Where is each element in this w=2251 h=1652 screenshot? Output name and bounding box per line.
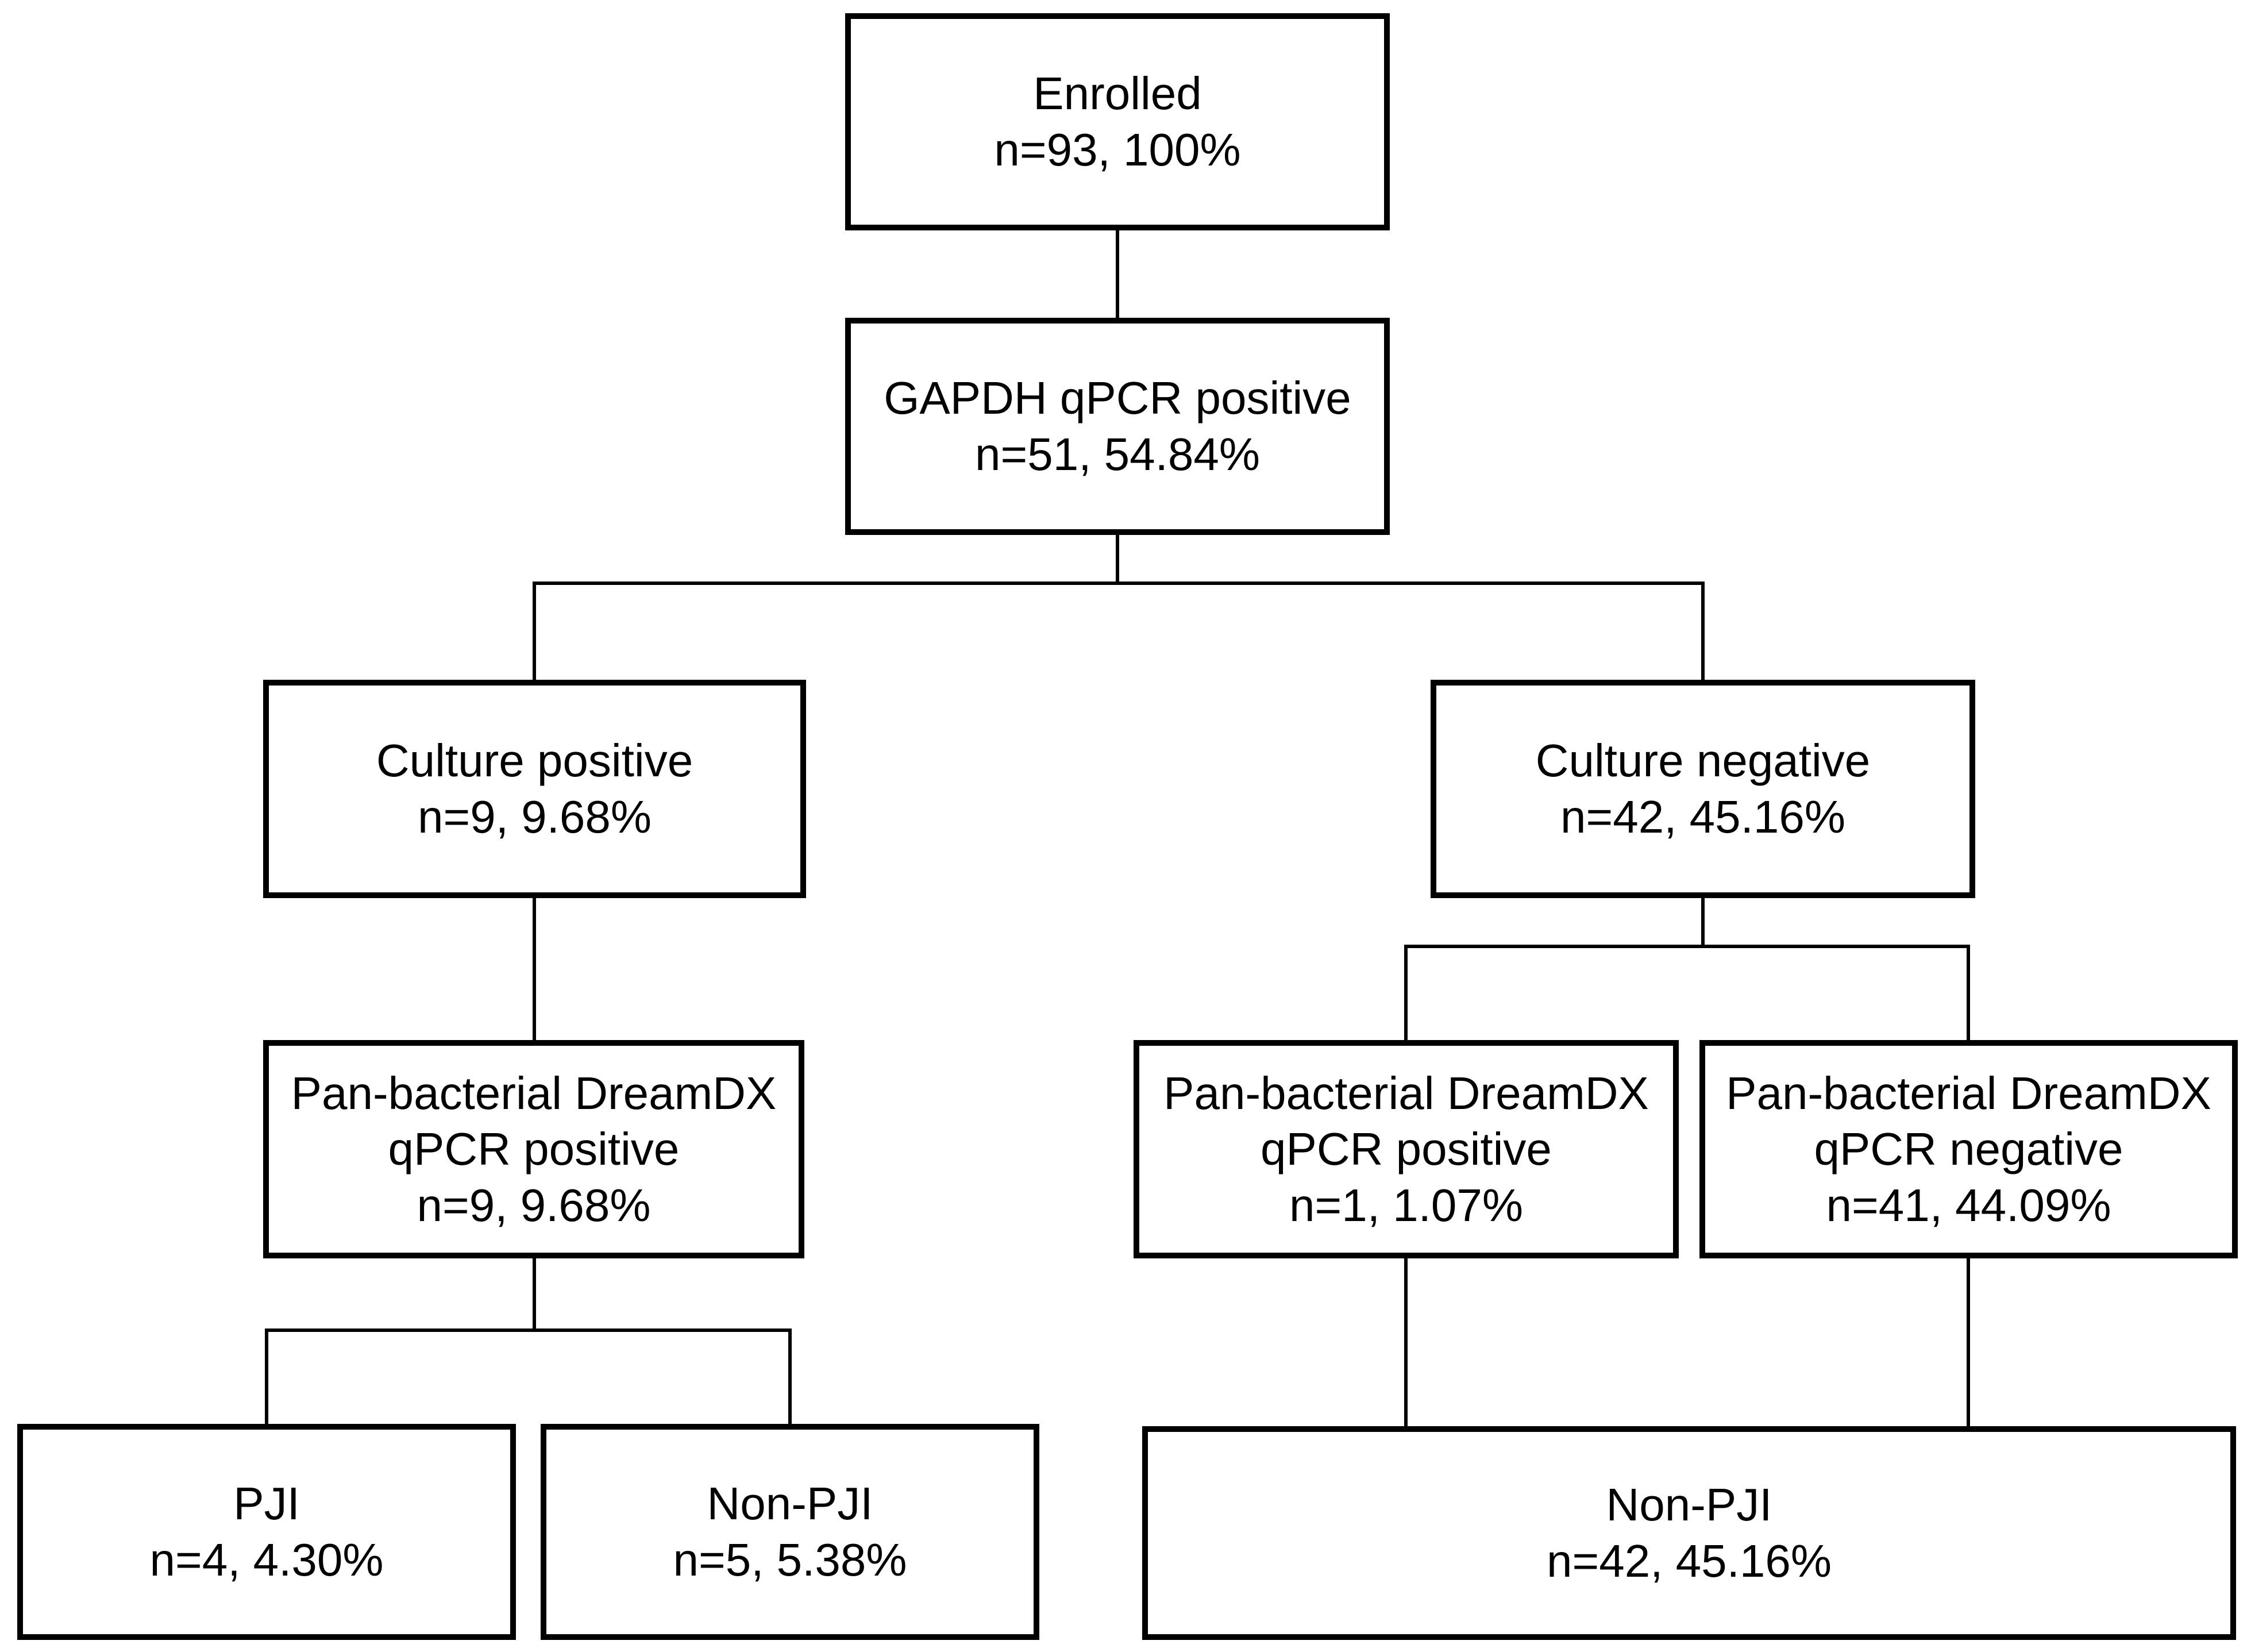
node-label: Pan-bacterial DreamDX [291,1067,777,1119]
node-stats: n=4, 4.30% [149,1534,384,1585]
node-nonpji-cultureneg-text: Non-PJI n=42, 45.16% [1547,1477,1832,1589]
node-label: Pan-bacterial DreamDX [1163,1067,1649,1119]
node-stats: n=9, 9.68% [418,791,652,842]
node-label: Non-PJI [707,1478,873,1530]
node-pji-text: PJI n=4, 4.30% [150,1476,384,1588]
connector-branch-dreamdx-negative [1967,945,1970,1042]
connector-branch-culture-negative [1701,582,1705,682]
node-dreamdx-positive-culturepos: Pan-bacterial DreamDX qPCR positive n=9,… [263,1040,804,1258]
connector-culturepos-dreamdx [533,896,536,1042]
node-label: Culture negative [1535,735,1871,787]
node-culture-positive: Culture positive n=9, 9.68% [263,680,806,898]
connector-gapdh-branch [1116,533,1119,585]
node-stats: n=93, 100% [994,124,1241,175]
connector-branch-culture-positive [533,582,536,682]
node-label: Enrolled [1033,68,1202,120]
node-dreamdx-negative-cultureneg: Pan-bacterial DreamDX qPCR negative n=41… [1699,1040,2238,1258]
node-nonpji-cultureneg: Non-PJI n=42, 45.16% [1142,1426,2236,1640]
node-label: qPCR positive [1261,1123,1552,1175]
node-stats: n=1, 1.07% [1289,1179,1523,1231]
connector-branch-nonpji [788,1328,792,1426]
node-stats: n=41, 44.09% [1826,1179,2111,1231]
node-gapdh-positive-text: GAPDH qPCR positive n=51, 54.84% [884,370,1351,482]
connector-branch-pji [265,1328,268,1426]
node-label: qPCR positive [388,1123,680,1175]
node-label: GAPDH qPCR positive [884,372,1351,424]
node-dreamdx-negative-cultureneg-text: Pan-bacterial DreamDX qPCR negative n=41… [1726,1065,2211,1234]
node-dreamdx-positive-cultureneg: Pan-bacterial DreamDX qPCR positive n=1,… [1134,1040,1679,1258]
connector-dreamdx-branch-pji [533,1256,536,1332]
node-dreamdx-positive-cultureneg-text: Pan-bacterial DreamDX qPCR positive n=1,… [1163,1065,1649,1234]
node-stats: n=42, 45.16% [1560,791,1845,842]
node-pji: PJI n=4, 4.30% [17,1424,516,1640]
branch-bar-dreamdx [1404,945,1970,948]
node-nonpji-culturepos-text: Non-PJI n=5, 5.38% [673,1476,907,1588]
node-dreamdx-positive-culturepos-text: Pan-bacterial DreamDX qPCR positive n=9,… [291,1065,777,1234]
node-enrolled-text: Enrolled n=93, 100% [994,66,1240,178]
node-label: Non-PJI [1606,1479,1772,1531]
connector-cultureneg-branch [1701,896,1705,948]
node-label: qPCR negative [1814,1123,2123,1175]
node-stats: n=51, 54.84% [975,429,1260,480]
connector-dreamdxpos-nonpji [1404,1256,1408,1428]
connector-branch-dreamdx-positive [1404,945,1408,1042]
node-gapdh-positive: GAPDH qPCR positive n=51, 54.84% [845,318,1390,535]
node-stats: n=5, 5.38% [673,1534,907,1585]
node-label: Pan-bacterial DreamDX [1726,1067,2211,1119]
node-label: Culture positive [376,735,693,787]
node-culture-negative: Culture negative n=42, 45.16% [1431,680,1975,898]
node-stats: n=42, 45.16% [1547,1535,1832,1586]
branch-bar-pji [265,1328,792,1332]
node-stats: n=9, 9.68% [417,1179,651,1231]
branch-bar-culture [533,582,1705,585]
connector-dreamdxneg-nonpji [1967,1256,1970,1428]
node-label: PJI [233,1478,300,1530]
node-culture-positive-text: Culture positive n=9, 9.68% [376,733,693,845]
node-nonpji-culturepos: Non-PJI n=5, 5.38% [541,1424,1039,1640]
connector-enrolled-gapdh [1116,229,1119,319]
node-enrolled: Enrolled n=93, 100% [845,13,1390,230]
node-culture-negative-text: Culture negative n=42, 45.16% [1536,733,1871,845]
